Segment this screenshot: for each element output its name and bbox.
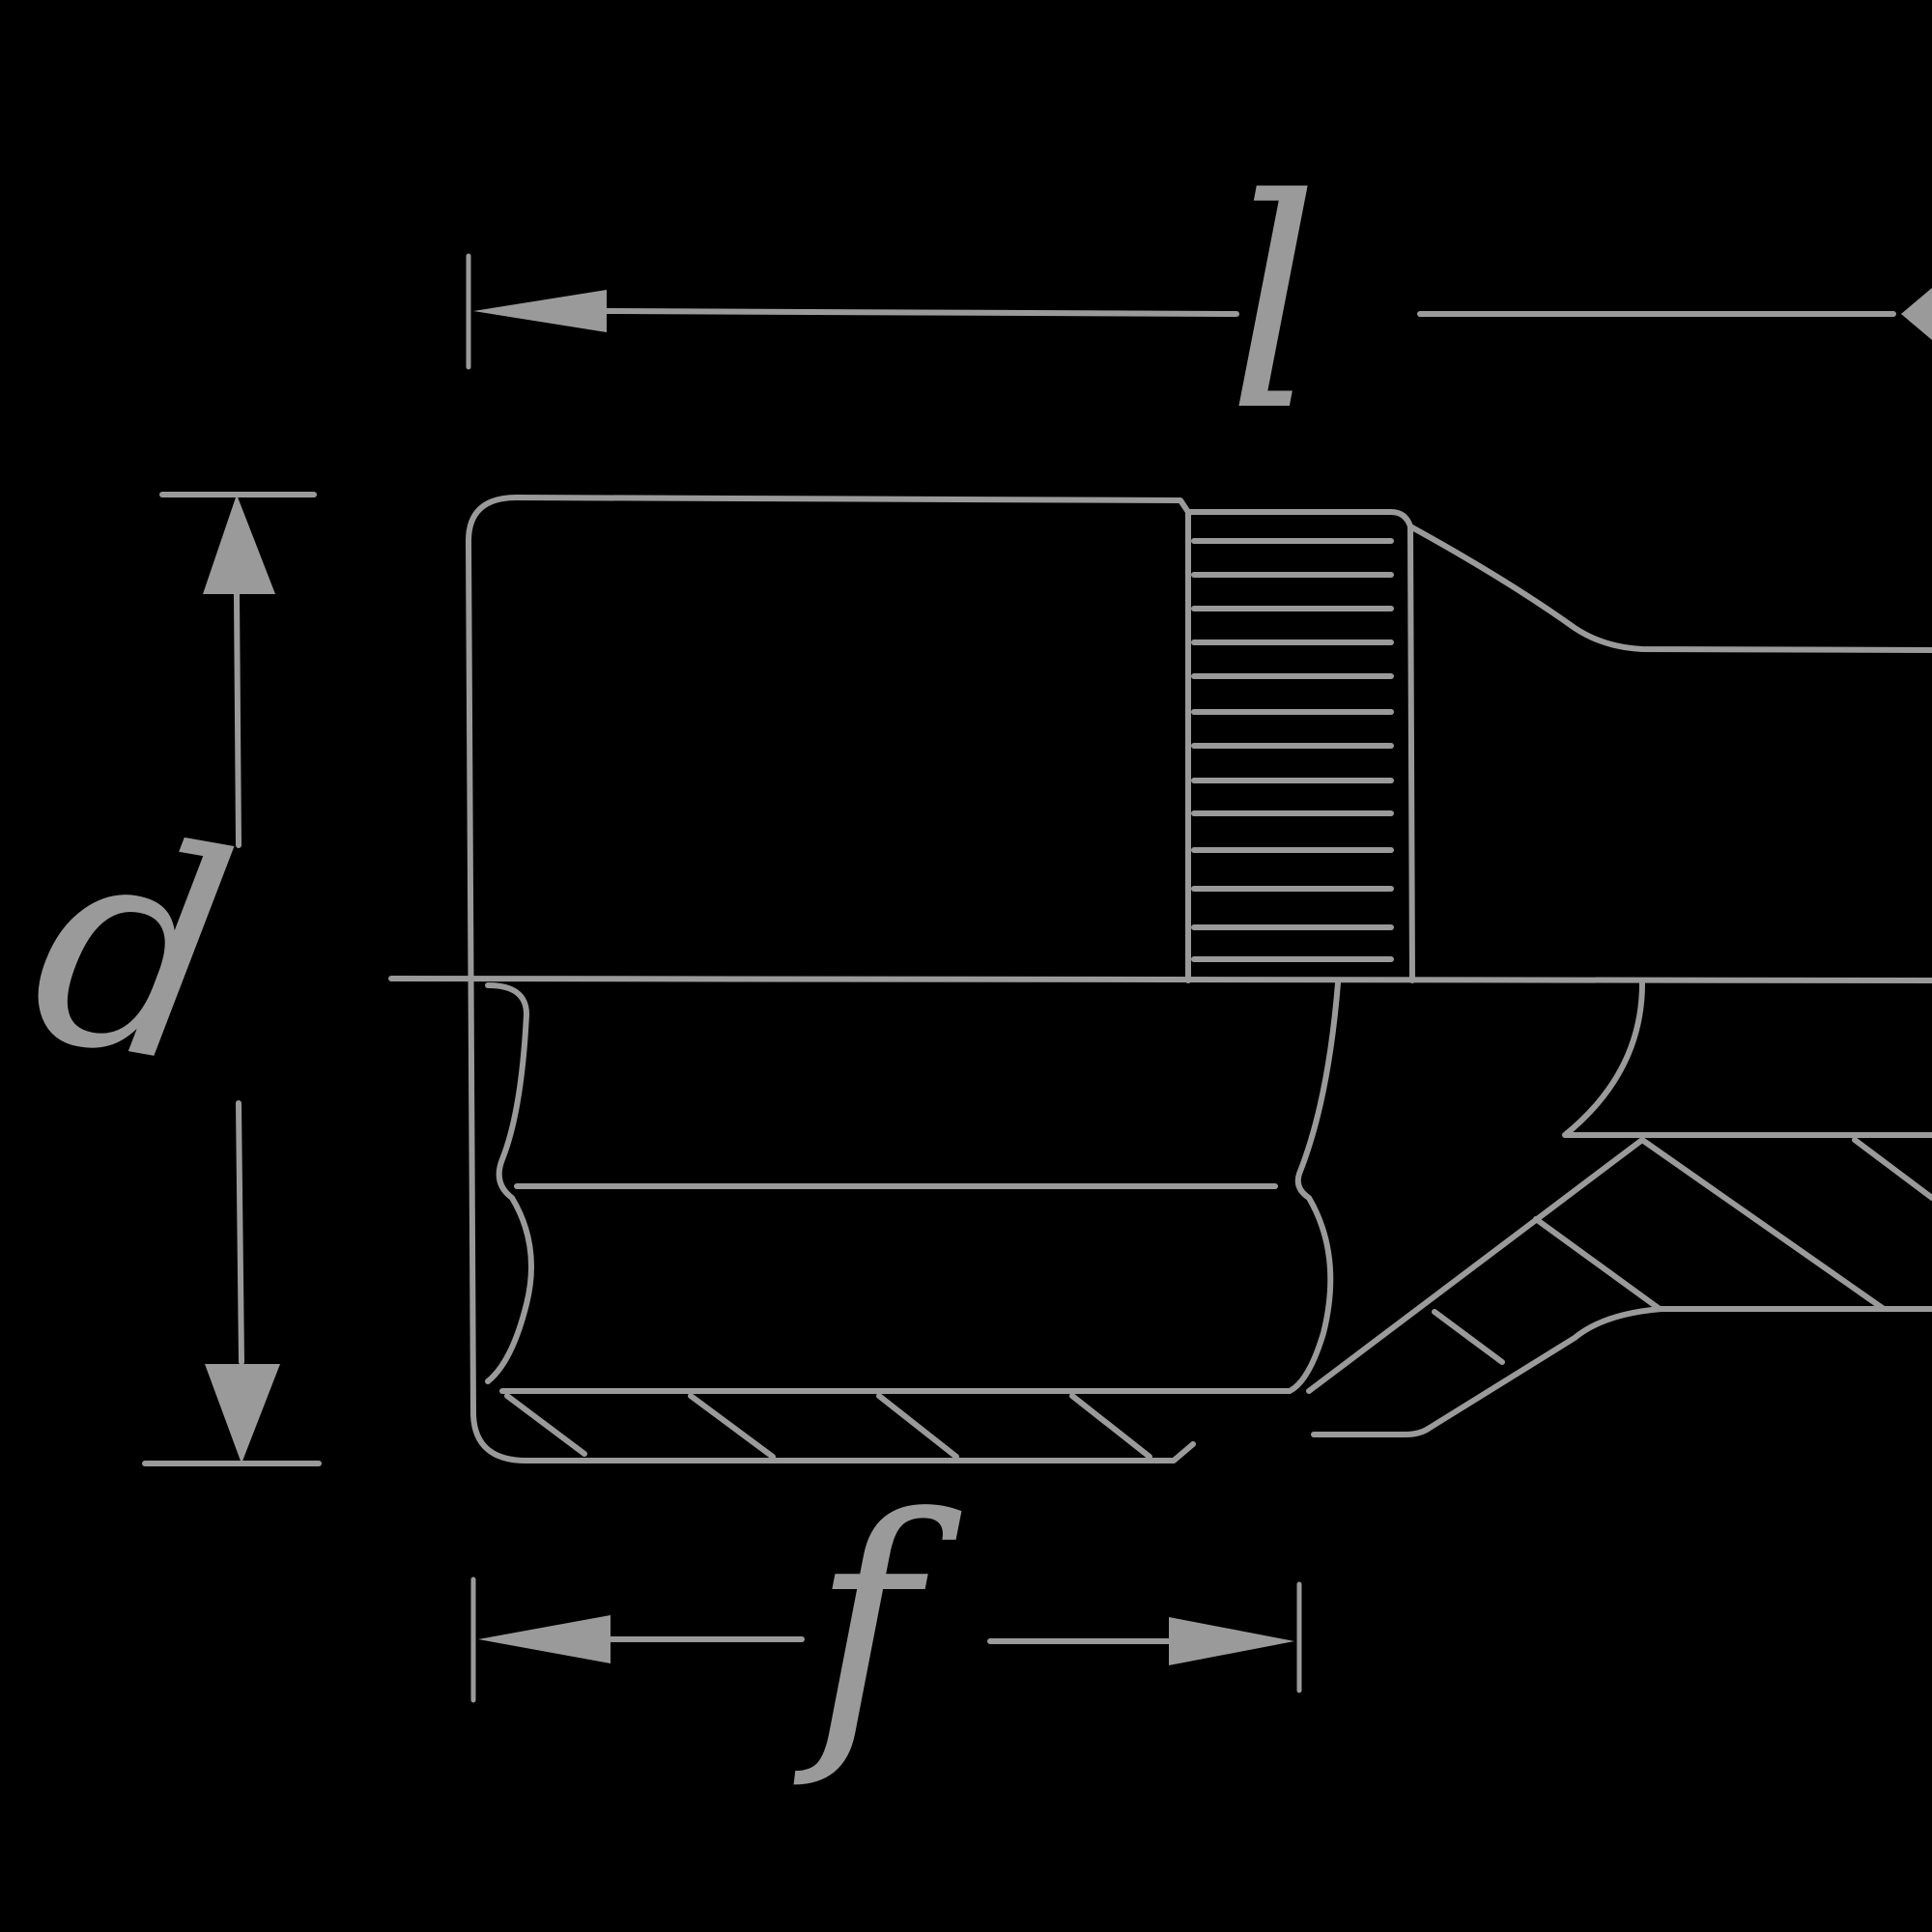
drill-body-top-outline [466,495,1191,983]
shank-lower-step [1562,980,1932,1138]
flute-length-dimension: f [470,1456,1302,1793]
flute-length-arrow-left [478,1615,611,1663]
overall-length-arrow-left [473,290,607,332]
shank-taper-outline [1407,524,1932,653]
transition-facet-1 [1533,1216,1662,1312]
diameter-arrow-bottom [205,1364,280,1463]
diameter-arrow-top [203,495,275,594]
transition-upper-diagonal [1306,1137,1645,1394]
drill-body-bottom-outline [470,1412,1196,1463]
flute-length-label: f [793,1456,965,1793]
drill-bit-body [388,495,1932,1463]
transition-lower-outline [1311,1306,1932,1437]
diameter-label: d [13,768,254,1132]
shank-diagonal-1 [1639,1137,1887,1312]
diameter-line-bottom [236,1100,244,1365]
flute-left-curve [485,982,534,1384]
flute-right-curve [1287,980,1341,1394]
center-axis-line [388,976,1932,983]
flute-length-arrow-right [1169,1617,1294,1665]
spiral-flute-lines [504,1393,1152,1460]
overall-length-label: l [1227,137,1320,474]
overall-length-line-left [604,308,1239,317]
diameter-dimension: d [13,492,322,1466]
overall-length-arrow-right [1901,288,1932,340]
diameter-line-top [234,591,242,848]
knurled-collar-ridges [1191,538,1394,962]
transition-facet-2 [1432,1309,1505,1365]
overall-length-dimension: l [466,137,1932,474]
shank-diagonal-2 [1852,1137,1932,1201]
